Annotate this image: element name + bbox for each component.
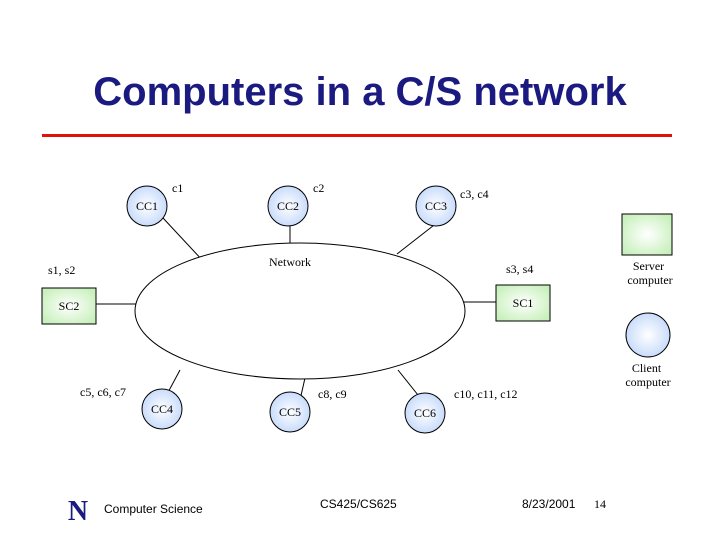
link-cc3 xyxy=(396,221,439,255)
legend-server-line1: Server xyxy=(633,259,664,273)
network-ellipse xyxy=(134,242,466,380)
client-cc3: CC3 xyxy=(415,185,457,227)
server-sc2: SC2 xyxy=(41,287,97,325)
footer-date: 8/23/2001 xyxy=(522,497,576,511)
client-label: CC1 xyxy=(136,199,158,213)
network-label: Network xyxy=(269,255,311,269)
client-cc5: CC5 xyxy=(269,391,311,433)
client-cc2: CC2 xyxy=(267,185,309,227)
client-label: CC4 xyxy=(151,402,173,416)
legend-client-swatch xyxy=(625,312,671,358)
client-label: CC2 xyxy=(277,199,299,213)
server-label: SC2 xyxy=(59,299,80,313)
legend: Server computer Client computer xyxy=(621,213,673,389)
footer-department: Computer Science xyxy=(104,502,203,516)
slide-title: Computers in a C/S network xyxy=(93,70,627,114)
university-logo: N xyxy=(60,497,96,523)
legend-client-line1: Client xyxy=(632,361,662,375)
legend-client-line2: computer xyxy=(625,375,670,389)
server-annotation: s3, s4 xyxy=(506,262,533,276)
client-annotation: c2 xyxy=(313,181,324,195)
client-annotation: c5, c6, c7 xyxy=(80,385,126,399)
footer-course: CS425/CS625 xyxy=(320,497,397,511)
client-annotation: c1 xyxy=(172,181,183,195)
server-sc1: SC1 xyxy=(495,284,551,322)
client-annotation: c8, c9 xyxy=(318,387,347,401)
link-cc6 xyxy=(397,369,419,396)
server-annotation: s1, s2 xyxy=(48,263,75,277)
footer-page-number: 14 xyxy=(594,497,606,511)
client-cc6: CC6 xyxy=(404,392,446,434)
title-divider xyxy=(42,134,672,137)
client-annotation: c3, c4 xyxy=(460,187,489,201)
server-label: SC1 xyxy=(513,296,534,310)
client-annotation: c10, c11, c12 xyxy=(454,387,518,401)
logo-letter: N xyxy=(68,497,88,523)
legend-client-label: Client computer xyxy=(625,361,670,389)
client-label: CC3 xyxy=(425,199,447,213)
link-cc1 xyxy=(162,217,205,263)
client-cc1: CC1 xyxy=(126,185,168,227)
legend-server-label: Server computer xyxy=(627,259,672,287)
client-label: CC6 xyxy=(414,406,436,420)
client-cc4: CC4 xyxy=(141,388,183,430)
client-label: CC5 xyxy=(279,405,301,419)
legend-server-swatch xyxy=(621,213,673,256)
legend-server-line2: computer xyxy=(627,273,672,287)
